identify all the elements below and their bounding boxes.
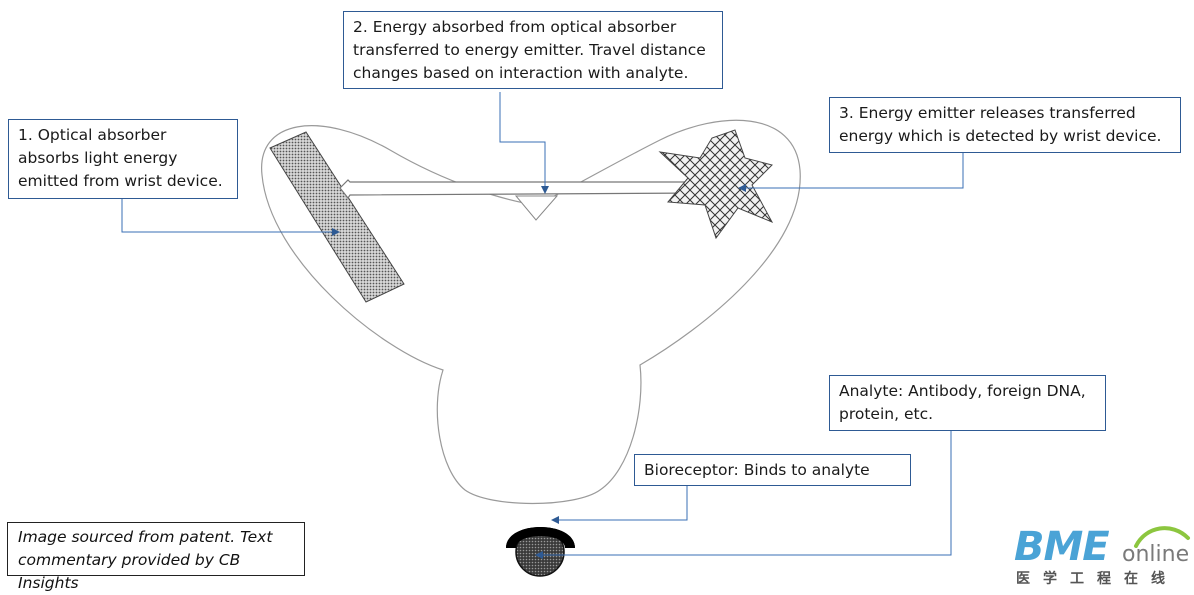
callout-step1: 1. Optical absorber absorbs light energy… — [8, 119, 238, 199]
callout-step3: 3. Energy emitter releases transferred e… — [829, 97, 1181, 153]
optical-absorber — [269, 131, 405, 303]
logo-arc-icon — [1134, 526, 1190, 548]
bme-online-logo: BME online 医学工程在线 — [1014, 522, 1192, 587]
energy-emitter — [658, 129, 774, 240]
sensor-outline — [261, 119, 801, 505]
logo-chinese: 医学工程在线 — [1016, 571, 1178, 587]
callout-analyte-text: Analyte: Antibody, foreign DNA, protein,… — [839, 382, 1086, 423]
callout-step2-text: 2. Energy absorbed from optical absorber… — [353, 18, 706, 82]
leader-bioreceptor — [551, 486, 688, 524]
leader-step2 — [499, 92, 549, 194]
logo-suffix: online — [1122, 542, 1190, 567]
callout-bioreceptor-text: Bioreceptor: Binds to analyte — [644, 461, 870, 479]
leader-step1 — [121, 198, 340, 236]
callout-step1-text: 1. Optical absorber absorbs light energy… — [18, 126, 223, 190]
callout-analyte: Analyte: Antibody, foreign DNA, protein,… — [829, 375, 1106, 431]
source-note: Image sourced from patent. Text commenta… — [7, 522, 305, 592]
leader-analyte — [535, 431, 952, 559]
leader-step3 — [738, 153, 964, 192]
bioreceptor-cap — [506, 527, 575, 548]
callout-step3-text: 3. Energy emitter releases transferred e… — [839, 104, 1162, 145]
callout-step2: 2. Energy absorbed from optical absorber… — [343, 11, 723, 89]
callout-bioreceptor: Bioreceptor: Binds to analyte — [634, 454, 911, 486]
logo-word: BME — [1014, 524, 1110, 570]
arrow-notch — [514, 195, 559, 221]
